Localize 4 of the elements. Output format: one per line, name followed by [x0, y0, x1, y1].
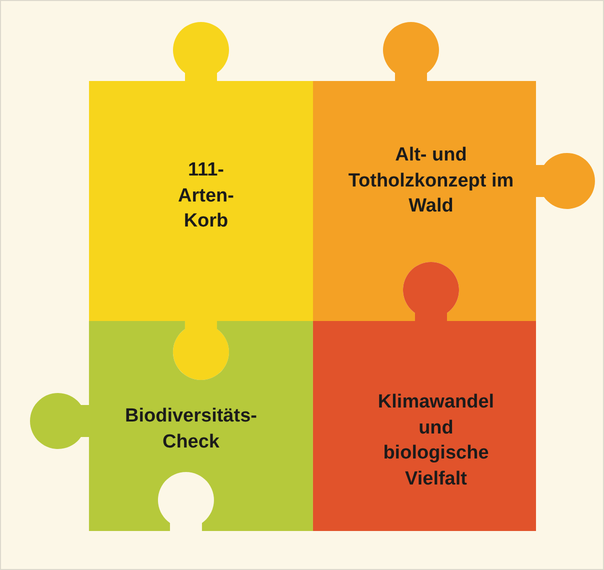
- piece-label: Alt- und Totholzkonzept im Wald: [347, 144, 515, 219]
- piece-label: Klimawandel und biologische Vielfalt: [376, 390, 496, 492]
- piece-label: Biodiversitäts- Check: [124, 404, 258, 454]
- piece-label: 111- Arten- Korb: [177, 158, 235, 234]
